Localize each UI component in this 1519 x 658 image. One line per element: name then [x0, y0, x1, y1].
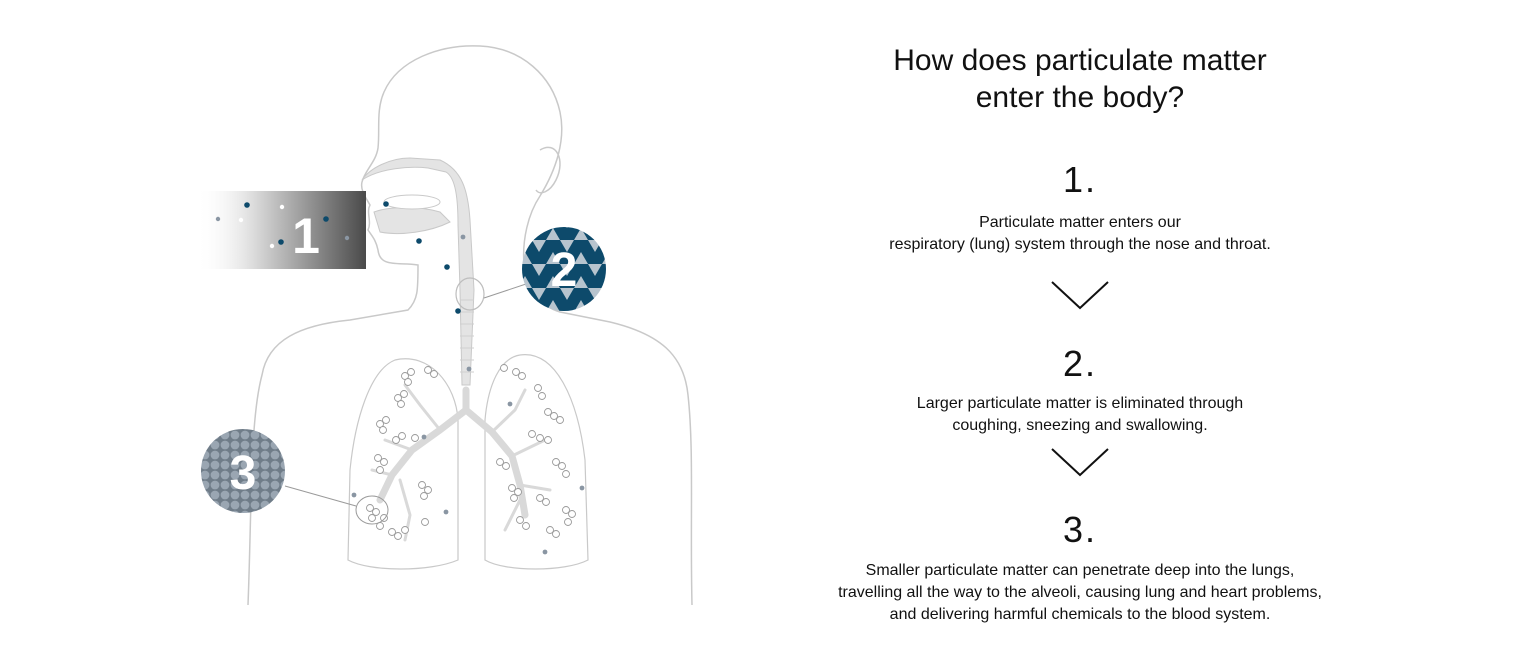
step-1-line: respiratory (lung) system through the no… [889, 236, 1271, 253]
step-1-marker: 1 [196, 191, 366, 269]
step-1-number: 1. [1062, 159, 1098, 200]
step-3-number: 3. [1062, 509, 1098, 550]
title-line: How does particulate matter [893, 44, 1267, 77]
ear-outline [535, 146, 561, 194]
title-line: enter the body? [975, 81, 1185, 114]
airway [361, 157, 475, 386]
trachea-rings [460, 299, 474, 373]
alveoli-zoom-circle [355, 495, 389, 525]
step-3-line: travelling all the way to the alveoli, c… [838, 584, 1322, 601]
particles [351, 201, 585, 555]
nasal-passage [383, 194, 441, 210]
alveoli-clusters [366, 364, 576, 540]
larynx [455, 277, 485, 311]
mouth-cavity [373, 207, 451, 235]
step-3-line: Smaller particulate matter can penetrate… [865, 562, 1295, 579]
respiratory-illustration: 1 2 3 [196, 45, 693, 606]
step-1-marker-label: 1 [292, 208, 320, 264]
step-1-description: Particulate matter enters our respirator… [780, 212, 1380, 256]
step-3-line: and delivering harmful chemicals to the … [889, 606, 1271, 623]
step-2-marker-label: 2 [551, 244, 578, 297]
step-2-line: coughing, sneezing and swallowing. [952, 417, 1208, 434]
explanation-panel: How does particulate matter enter the bo… [780, 0, 1380, 658]
step-2-marker: 2 [522, 227, 606, 311]
step-1-line: Particulate matter enters our [979, 214, 1181, 231]
step-2-line: Larger particulate matter is eliminated … [916, 395, 1244, 412]
step-3-marker: 3 [201, 429, 285, 513]
page-title: How does particulate matter enter the bo… [780, 42, 1380, 116]
step-3-marker-label: 3 [230, 447, 257, 500]
step-2-description: Larger particulate matter is eliminated … [780, 393, 1380, 437]
step-3-description: Smaller particulate matter can penetrate… [780, 560, 1380, 626]
chevron-down-icon [1051, 281, 1109, 310]
connector-line-2 [483, 283, 527, 299]
body-outline [247, 45, 693, 606]
step-2-number: 2. [1062, 343, 1098, 384]
chevron-down-icon [1051, 448, 1109, 477]
connector-line-3 [284, 485, 357, 507]
